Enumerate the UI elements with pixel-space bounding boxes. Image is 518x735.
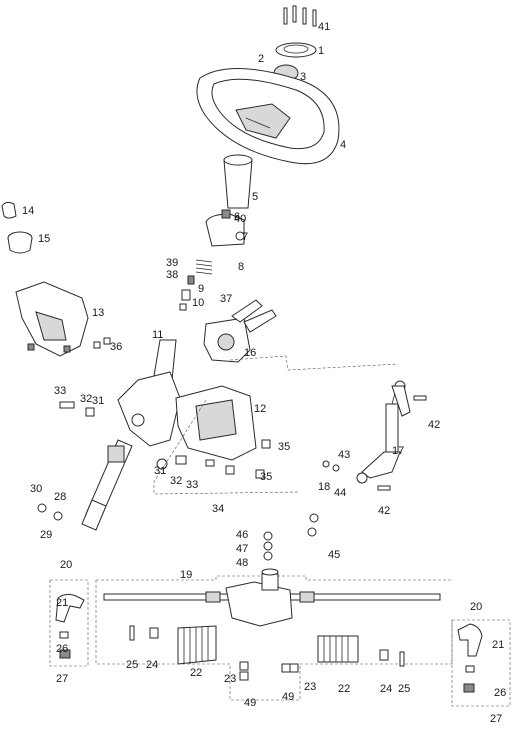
callout-label: 20	[470, 601, 482, 613]
callout-label: 18	[318, 481, 330, 493]
callout-label: 49	[282, 691, 294, 703]
callout-label: 42	[428, 419, 440, 431]
callout-labels: 1234567891011121314151617181920202121222…	[22, 21, 506, 725]
nuts-35-34	[225, 439, 271, 479]
callout-label: 12	[254, 403, 266, 415]
callout-label: 23	[224, 673, 236, 685]
callout-label: 4	[340, 139, 346, 151]
boot-22-right	[317, 635, 359, 663]
callout-label: 46	[236, 529, 248, 541]
tie-rod-end-left	[55, 593, 85, 659]
column-hub-6-40	[205, 209, 245, 247]
callout-label: 28	[54, 491, 66, 503]
bolts-41	[283, 5, 317, 27]
callout-label: 13	[92, 307, 104, 319]
callout-label: 2	[258, 53, 264, 65]
callout-label: 43	[338, 449, 350, 461]
callout-label: 42	[378, 505, 390, 517]
callout-label: 31	[92, 395, 104, 407]
mount-bracket-12	[175, 385, 257, 461]
callout-label: 14	[22, 205, 34, 217]
rack-housing-19	[103, 568, 441, 627]
clips-36	[93, 337, 111, 349]
callout-label: 21	[56, 597, 68, 609]
stack-46-47-48-45	[263, 513, 319, 561]
boot-22-left	[177, 625, 217, 665]
callout-label: 24	[380, 683, 392, 695]
callout-label: 19	[180, 569, 192, 581]
steering-column-11	[117, 339, 181, 447]
callout-label: 15	[38, 233, 50, 245]
clips-24-25	[129, 625, 405, 667]
cap-15	[7, 231, 33, 254]
callout-label: 26	[494, 687, 506, 699]
callout-label: 5	[252, 191, 258, 203]
callout-label: 45	[328, 549, 340, 561]
callout-label: 30	[30, 483, 42, 495]
callout-label: 31	[154, 465, 166, 477]
callout-label: 25	[398, 683, 410, 695]
callout-label: 3	[300, 71, 306, 83]
steering-wheel-4	[196, 67, 340, 165]
intermediate-shaft	[81, 439, 133, 531]
cap-14	[1, 201, 17, 219]
callout-label: 9	[198, 283, 204, 295]
callout-label: 35	[260, 471, 272, 483]
callout-label: 25	[126, 659, 138, 671]
callout-label: 36	[110, 341, 122, 353]
callout-label: 10	[192, 297, 204, 309]
bolts-42-43-44-18	[322, 395, 427, 491]
callout-label: 35	[278, 441, 290, 453]
callout-label: 22	[190, 667, 202, 679]
callout-label: 17	[392, 445, 404, 457]
callout-label: 27	[56, 673, 68, 685]
tie-rod-end-right	[457, 623, 483, 693]
bolts-33-31-32-28-29-30	[37, 401, 215, 521]
callout-label: 11	[152, 329, 163, 341]
steering-damper-17	[356, 380, 411, 484]
callout-label: 41	[318, 21, 330, 33]
callout-label: 39	[166, 257, 178, 269]
callout-label: 26	[56, 643, 68, 655]
callout-label: 49	[244, 697, 256, 709]
callout-label: 34	[212, 503, 224, 515]
callout-label: 37	[220, 293, 232, 305]
bracket-13	[15, 281, 89, 357]
combination-switch-16	[203, 299, 277, 363]
callout-label: 6	[234, 211, 240, 223]
callout-label: 7	[242, 231, 248, 243]
small-parts-8-9-10-38-39	[179, 275, 195, 311]
callout-label: 33	[186, 479, 198, 491]
callout-label: 48	[236, 557, 248, 569]
callout-label: 29	[40, 529, 52, 541]
callout-label: 40	[234, 213, 246, 225]
spring-7	[195, 259, 213, 275]
callout-label: 32	[80, 393, 92, 405]
callout-label: 20	[60, 559, 72, 571]
callout-label: 38	[166, 269, 178, 281]
boot-5	[223, 154, 253, 209]
callout-label: 27	[490, 713, 502, 725]
callout-label: 1	[318, 45, 324, 57]
callout-label: 32	[170, 475, 182, 487]
callout-label: 24	[146, 659, 158, 671]
callout-label: 22	[338, 683, 350, 695]
callout-label: 16	[244, 347, 256, 359]
callout-label: 23	[304, 681, 316, 693]
nuts-49-23	[239, 661, 299, 681]
callout-label: 47	[236, 543, 248, 555]
horn-cap-1	[275, 42, 317, 58]
callout-label: 8	[238, 261, 244, 273]
callout-label: 21	[492, 639, 504, 651]
callout-label: 33	[54, 385, 66, 397]
callout-label: 44	[334, 487, 346, 499]
